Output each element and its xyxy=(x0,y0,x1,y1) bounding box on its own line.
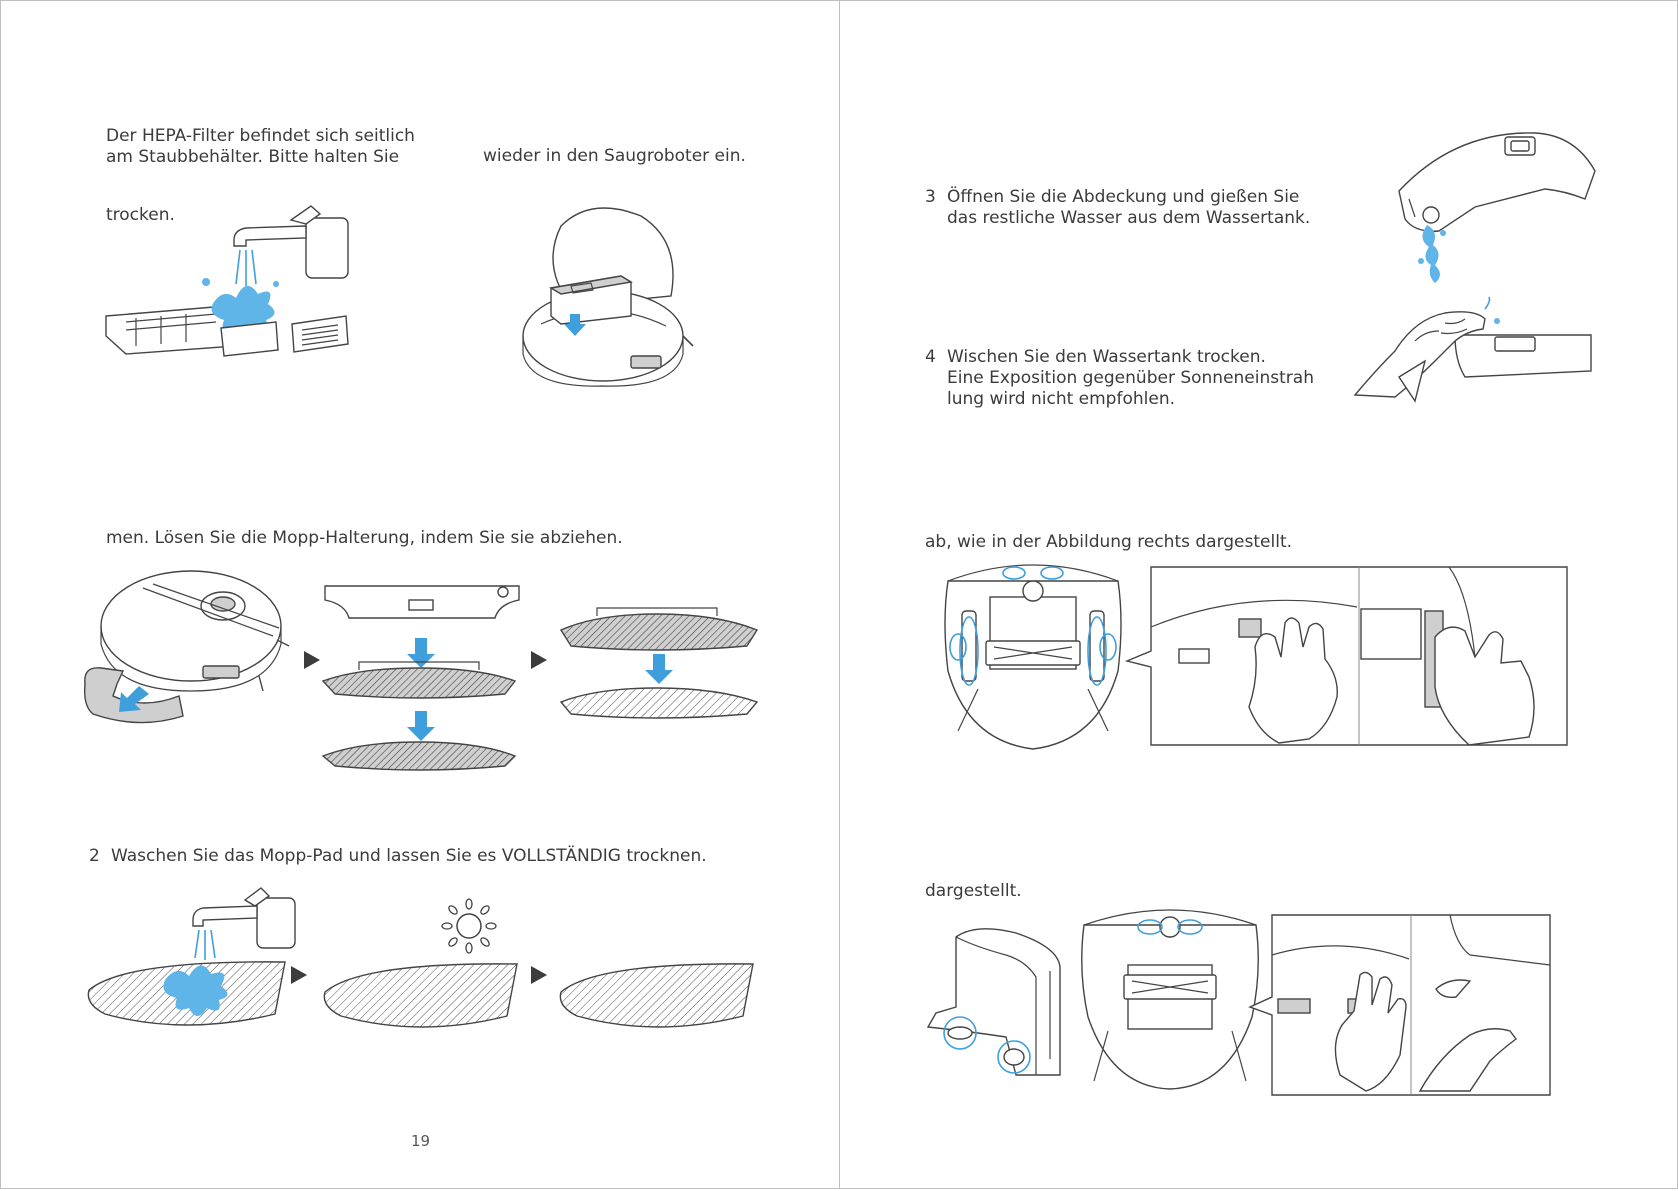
right-page: 3 Öffnen Sie die Abdeckung und gießen Sie… xyxy=(839,0,1678,1189)
step-4-line-3: lung wird nicht empfohlen. xyxy=(947,389,1175,409)
robot-underside-illustration xyxy=(944,564,1122,750)
robot-underside-contacts-illustration xyxy=(1081,909,1259,1090)
dry-mop-pad-illustration xyxy=(559,963,754,1028)
step-4-line-2: Eine Exposition gegenüber Sonneneinstrah xyxy=(947,368,1314,388)
step-4-number: 4 xyxy=(925,347,936,367)
sun-icon xyxy=(441,898,497,954)
mop-pad-attach-illustration xyxy=(559,607,759,719)
hepa-line-3: trocken. xyxy=(106,205,175,225)
step-3-line-1: Öffnen Sie die Abdeckung und gießen Sie xyxy=(947,187,1300,207)
mop-holder-separate-illustration xyxy=(321,585,520,771)
sensor-cleaning-instruction: ab, wie in der Abbildung rechts dargeste… xyxy=(925,532,1293,552)
step-4-instruction: 4 Wischen Sie den Wassertank trocken. Ein… xyxy=(925,347,1314,410)
wipe-water-tank-illustration xyxy=(1353,296,1592,403)
arrow-right-4 xyxy=(531,966,547,984)
insert-dustbin-illustration xyxy=(522,207,694,387)
reinsert-instruction: wieder in den Saugroboter ein. xyxy=(483,146,746,166)
step-3-instruction: 3 Öffnen Sie die Abdeckung und gießen Sie… xyxy=(925,187,1310,229)
arrow-right-3 xyxy=(291,966,307,984)
step-4-line-1: Wischen Sie den Wassertank trocken. xyxy=(947,347,1266,367)
step-2-number: 2 xyxy=(89,846,100,866)
remove-mop-holder-illustration xyxy=(83,570,290,724)
charging-contacts-instruction: dargestellt. xyxy=(925,881,1022,901)
step-2-instruction: 2 Waschen Sie das Mopp-Pad und lassen Sie… xyxy=(89,846,707,867)
arrow-right-1 xyxy=(304,651,320,669)
drying-mop-pad-illustration xyxy=(323,963,518,1028)
contacts-wipe-inset xyxy=(1248,914,1551,1096)
rinse-dustbin-illustration xyxy=(105,205,349,357)
mop-remove-instruction: men. Lösen Sie die Mopp-Halterung, indem… xyxy=(106,528,623,548)
step-3-number: 3 xyxy=(925,187,936,207)
pour-water-tank-illustration xyxy=(1398,132,1596,283)
hepa-instruction: Der HEPA-Filter befindet sich seitlich a… xyxy=(106,126,415,168)
left-page: Der HEPA-Filter befindet sich seitlich a… xyxy=(0,0,841,1189)
page-number: 19 xyxy=(411,1132,431,1150)
charging-dock-illustration xyxy=(926,928,1061,1076)
step-2-text: Waschen Sie das Mopp-Pad und lassen Sie … xyxy=(111,846,707,866)
hepa-line-1: Der HEPA-Filter befindet sich seitlich xyxy=(106,126,415,146)
wash-mop-pad-illustration xyxy=(87,887,296,1026)
hepa-line-2: am Staubbehälter. Bitte halten Sie xyxy=(106,147,400,167)
sensor-wipe-inset xyxy=(1124,566,1568,746)
step-3-line-2: das restliche Wasser aus dem Wassertank. xyxy=(947,208,1311,228)
arrow-right-2 xyxy=(531,651,547,669)
